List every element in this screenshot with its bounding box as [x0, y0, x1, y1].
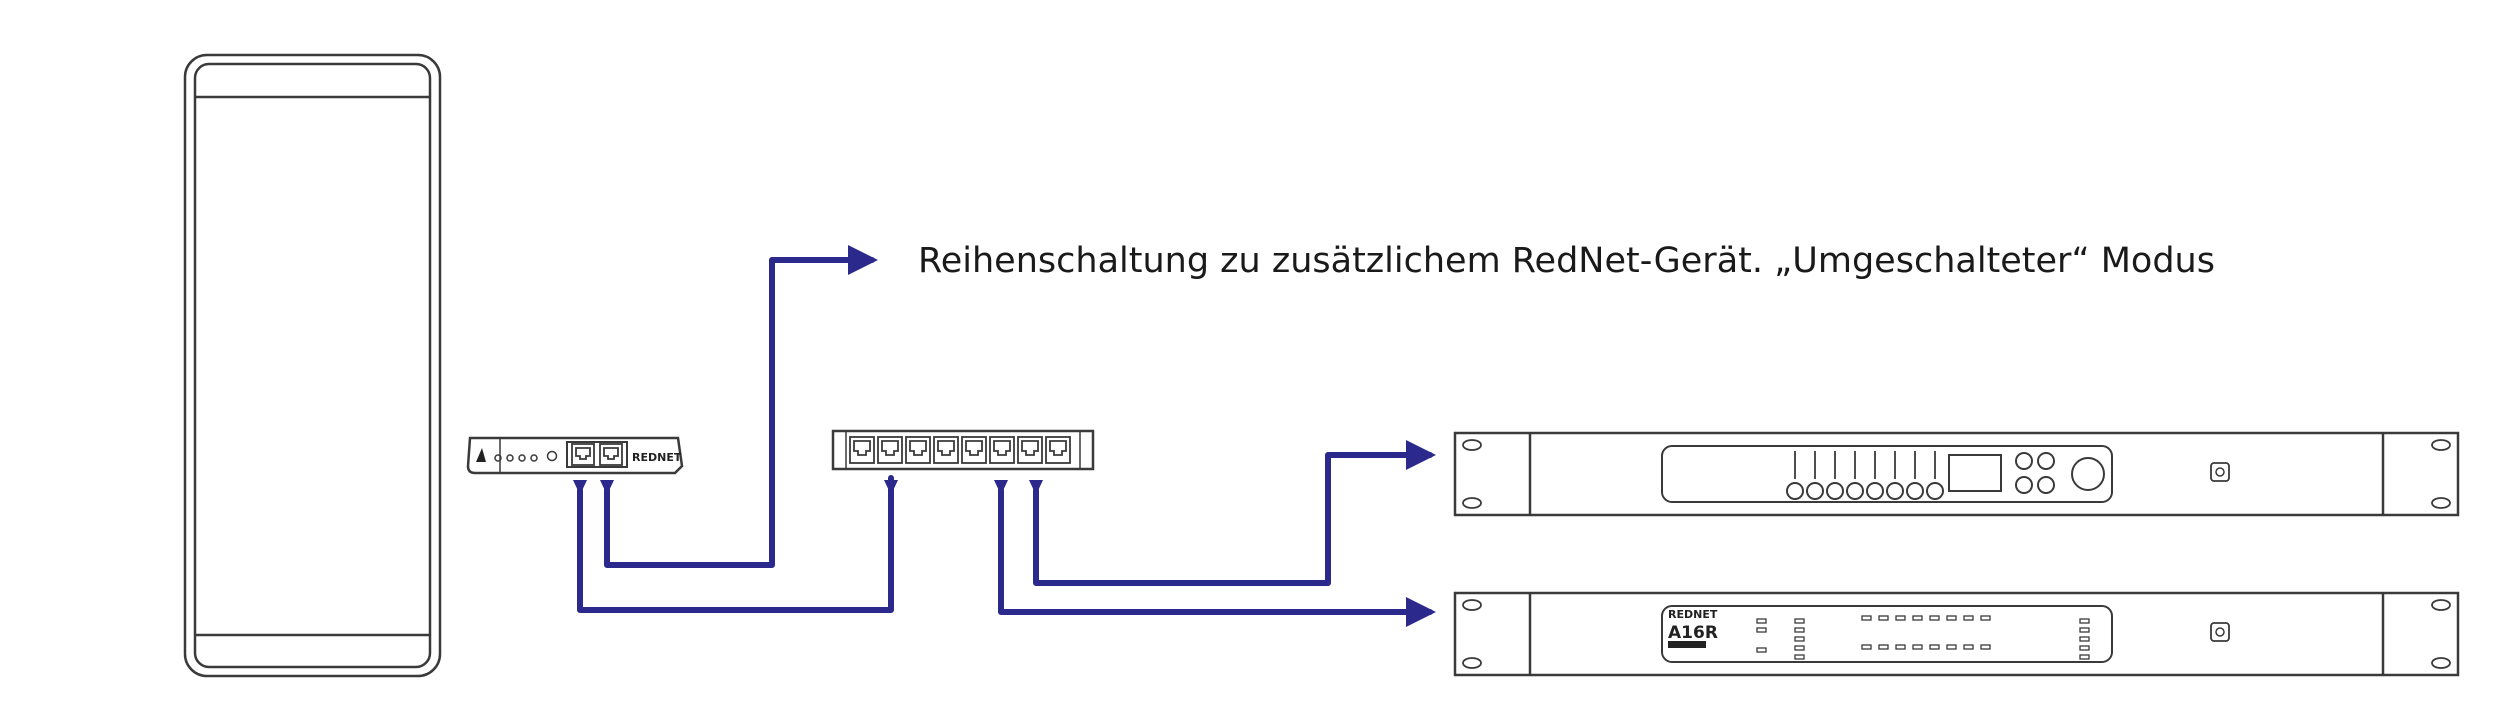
a16r-meter-top-4 [1912, 615, 1923, 621]
switch-port-8 [1045, 436, 1071, 464]
a16r-power-led-4 [2079, 645, 2090, 651]
switch-ports [849, 436, 1071, 464]
a16r-sync-led-5 [1794, 654, 1805, 660]
a16r-meter-bottom-8 [1980, 644, 1991, 650]
knob-5 [1866, 482, 1884, 500]
rack-unit-controller [1453, 431, 2460, 517]
switch-port-5 [961, 436, 987, 464]
switch-port-3 [905, 436, 931, 464]
a16r-sync-led-1 [1794, 618, 1805, 624]
switch-port-1 [849, 436, 875, 464]
pcie-brand-label: REDNET [632, 451, 682, 464]
a16r-sync-led-4 [1794, 645, 1805, 651]
a16r-meter-bottom-1 [1861, 644, 1872, 650]
knob-8 [1926, 482, 1944, 500]
cable-ends [573, 480, 1043, 495]
switch-port-7 [1017, 436, 1043, 464]
computer-tower [183, 53, 442, 678]
knob-6 [1886, 482, 1904, 500]
a16r-meter-bottom-2 [1878, 644, 1889, 650]
a16r-meter-top-5 [1929, 615, 1940, 621]
network-switch [831, 429, 1095, 471]
a16r-meter-bottom-6 [1946, 644, 1957, 650]
cable-card-primary-to-switch [577, 475, 894, 613]
a16r-meter-top-7 [1963, 615, 1974, 621]
daisy-chain-annotation: Reihenschaltung zu zusätzlichem RedNet-G… [918, 241, 2215, 281]
a16r-power-led-2 [2079, 627, 2090, 633]
a16r-meter-top-8 [1980, 615, 1991, 621]
cables [577, 245, 1436, 627]
a16r-meter-top-6 [1946, 615, 1957, 621]
a16r-status-led-3 [1756, 647, 1767, 653]
knob-7 [1906, 482, 1924, 500]
a16r-power-led-5 [2079, 654, 2090, 660]
a16r-sync-led-2 [1794, 627, 1805, 633]
a16r-badge [1668, 641, 1706, 648]
ethernet-port-secondary [599, 443, 623, 466]
a16r-meter-bottom-7 [1963, 644, 1974, 650]
ethernet-port-primary [571, 443, 595, 466]
a16r-status-led-2 [1756, 627, 1767, 633]
a16r-meter-bottom-3 [1895, 644, 1906, 650]
rednet-pcie-card: REDNET [466, 436, 684, 475]
switch-port-6 [989, 436, 1015, 464]
a16r-model-label: A16R [1668, 623, 1718, 643]
a16r-brand-label: REDNET [1668, 608, 1718, 621]
a16r-meter-leds [1756, 615, 2090, 660]
a16r-meter-top-2 [1878, 615, 1889, 621]
knob-1 [1786, 482, 1804, 500]
switch-port-2 [877, 436, 903, 464]
knob-2 [1806, 482, 1824, 500]
cable-card-secondary-to-annotation [604, 245, 878, 568]
a16r-power-led-1 [2079, 618, 2090, 624]
a16r-meter-top-3 [1895, 615, 1906, 621]
card-logo-icon [476, 448, 486, 462]
knob-3 [1826, 482, 1844, 500]
controller-knobs [1786, 451, 1944, 500]
a16r-power-led-3 [2079, 636, 2090, 642]
a16r-meter-bottom-4 [1912, 644, 1923, 650]
a16r-meter-top-1 [1861, 615, 1872, 621]
knob-4 [1846, 482, 1864, 500]
a16r-sync-led-3 [1794, 636, 1805, 642]
cable-switch-to-rack-unit-a16r [998, 487, 1436, 627]
switch-port-4 [933, 436, 959, 464]
a16r-status-led-1 [1756, 618, 1767, 624]
cable-switch-to-rack-unit-controller [1033, 440, 1436, 586]
rack-unit-a16r [1453, 591, 2460, 677]
a16r-meter-bottom-5 [1929, 644, 1940, 650]
